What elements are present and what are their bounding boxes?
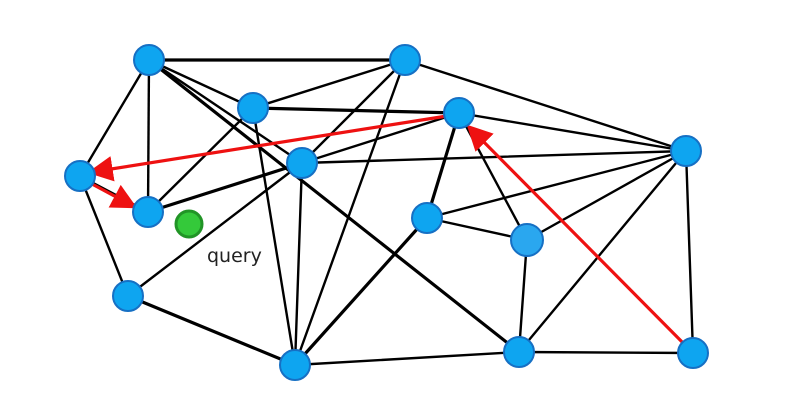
graph-edge <box>293 350 521 367</box>
graph-edge <box>78 58 151 178</box>
graph-edge <box>146 161 304 214</box>
graph-edge <box>146 58 151 214</box>
graph-node <box>112 280 144 312</box>
graph-edge <box>517 238 529 354</box>
graph-edge <box>425 149 688 220</box>
graph-edge <box>403 58 688 153</box>
graph-node <box>133 44 165 76</box>
graph-edge <box>251 58 407 110</box>
graph-edge <box>147 58 521 354</box>
graph-edge <box>293 58 407 367</box>
graph-node <box>286 147 318 179</box>
graph-edge <box>251 106 461 115</box>
graph-node <box>503 336 535 368</box>
graph-edge <box>300 149 688 165</box>
graph-edge <box>425 111 461 220</box>
graph-edge <box>147 58 255 110</box>
query-point <box>174 209 204 239</box>
graph-edge <box>517 350 695 355</box>
search-path-arrow <box>87 114 448 182</box>
graph-edge <box>300 111 461 165</box>
search-path <box>87 114 695 355</box>
graph-edges <box>78 58 695 367</box>
graph-node <box>389 44 421 76</box>
graph-edge <box>78 174 130 298</box>
graph-node <box>677 337 709 369</box>
graph-node <box>411 202 443 234</box>
graph-edge <box>525 149 688 242</box>
graph-edge <box>517 149 688 354</box>
graph-nodes <box>64 44 709 381</box>
graph-node <box>279 349 311 381</box>
graph-edge <box>425 216 529 242</box>
graph-edge <box>293 216 429 367</box>
graph-node <box>132 196 164 228</box>
graph-node <box>237 92 269 124</box>
graph-edge <box>293 161 304 367</box>
graph-edge <box>126 161 304 298</box>
graph-node <box>510 223 544 257</box>
graph-edge <box>147 58 304 165</box>
graph-edge <box>126 294 297 367</box>
search-path-arrow <box>466 124 695 355</box>
graph-edge <box>146 106 255 214</box>
graph-node <box>670 135 702 167</box>
graph-edge <box>251 106 297 367</box>
graph-edge <box>457 111 688 153</box>
graph-node <box>64 160 96 192</box>
graph-node <box>443 97 475 129</box>
query-label: query <box>207 245 262 267</box>
search-path-arrow <box>91 182 138 209</box>
graph-edge <box>684 149 695 355</box>
